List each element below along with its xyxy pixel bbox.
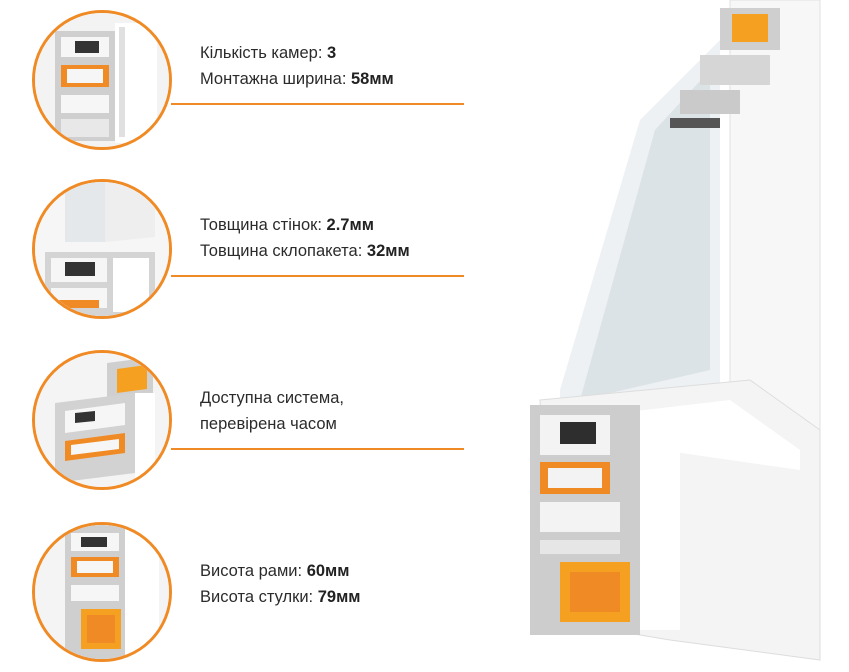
profile-section-image (35, 13, 169, 147)
profile-closeup-1 (32, 10, 172, 150)
window-profile-image (520, 0, 849, 667)
spec-system: Доступна система, перевірена часом (200, 389, 344, 433)
divider-line (171, 448, 464, 450)
profile-section-image (35, 353, 169, 487)
divider-line (171, 275, 464, 277)
feature-chambers: Кількість камер: 3 Монтажна ширина: 58мм (0, 10, 470, 160)
profile-closeup-3 (32, 350, 172, 490)
window-profile-render (530, 0, 821, 661)
profile-section-image (35, 182, 169, 316)
divider-line (171, 103, 464, 105)
feature-heights: Висота рами: 60мм Висота стулки: 79мм (0, 522, 470, 672)
spec-thickness: Товщина стінок: 2.7мм Товщина склопакета… (200, 216, 410, 260)
feature-thickness: Товщина стінок: 2.7мм Товщина склопакета… (0, 179, 470, 329)
feature-system: Доступна система, перевірена часом (0, 350, 470, 500)
spec-heights: Висота рами: 60мм Висота стулки: 79мм (200, 562, 361, 606)
profile-closeup-4 (32, 522, 172, 662)
profile-closeup-2 (32, 179, 172, 319)
profile-section-image (35, 525, 169, 659)
spec-chambers: Кількість камер: 3 Монтажна ширина: 58мм (200, 44, 394, 88)
